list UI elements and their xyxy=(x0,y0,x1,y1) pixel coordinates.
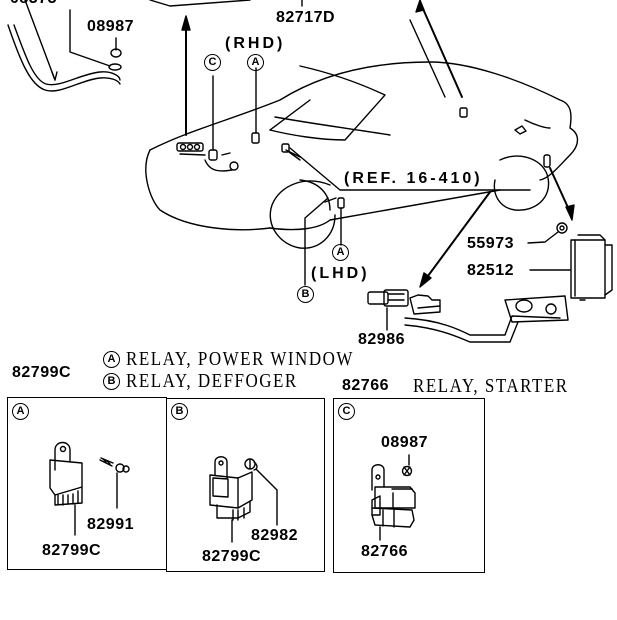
part-label-82717d: 82717D xyxy=(276,9,336,26)
up-arrow-left xyxy=(181,15,191,136)
nut-leader xyxy=(69,9,122,71)
legend-callout-a: A xyxy=(103,351,120,368)
detail-b-relay-drawing xyxy=(209,456,278,543)
partial-part-label: 08373 xyxy=(10,0,57,7)
legend-part-82799c: 82799C xyxy=(12,364,72,381)
legend-b-description: RELAY, DEFFOGER xyxy=(126,369,298,392)
detail-c-tag: C xyxy=(338,403,355,420)
detail-b-relay-label: 82799C xyxy=(202,548,262,565)
part-label-55973: 55973 xyxy=(467,235,514,252)
detail-a-relay-drawing xyxy=(49,441,130,536)
callout-a-lhd: A xyxy=(332,244,349,261)
detail-box-c xyxy=(333,398,485,573)
detail-c-relay-label: 82766 xyxy=(361,543,408,560)
harness-connector xyxy=(367,289,569,343)
legend-part-82766: 82766 xyxy=(342,377,389,394)
ref-arrow-down-left xyxy=(419,191,491,288)
ref-label[interactable]: (REF. 16-410) xyxy=(344,170,483,187)
callout-c-rhd: C xyxy=(204,54,221,71)
callout-a-rhd: A xyxy=(247,54,264,71)
detail-a-screw-label: 82991 xyxy=(87,516,134,533)
harness-cable xyxy=(7,0,121,92)
detail-c-relay-drawing xyxy=(371,454,416,541)
rhd-label: (RHD) xyxy=(225,35,286,52)
lhd-label: (LHD) xyxy=(311,265,370,282)
front-wheel xyxy=(269,179,336,249)
callout-leaders xyxy=(212,67,531,286)
detail-a-tag: A xyxy=(12,403,29,420)
engine-bay-parts xyxy=(176,107,551,209)
detail-box-b xyxy=(166,398,325,572)
part-label-08987: 08987 xyxy=(87,18,134,35)
detail-b-clip-label: 82982 xyxy=(251,527,298,544)
bracket-box-edge xyxy=(149,0,251,7)
legend-starter-description: RELAY, STARTER xyxy=(413,374,569,397)
part-label-82986: 82986 xyxy=(358,331,405,348)
detail-b-tag: B xyxy=(171,403,188,420)
part-label-82512: 82512 xyxy=(467,262,514,279)
washer-part xyxy=(527,222,568,244)
control-module xyxy=(529,234,613,301)
rear-wheel xyxy=(493,155,550,211)
legend-callout-b: B xyxy=(103,373,120,390)
legend-a-description: RELAY, POWER WINDOW xyxy=(126,347,354,370)
callout-b-lhd: B xyxy=(297,286,314,303)
ref-arrow-down-right xyxy=(549,167,575,221)
detail-c-nut-label: 08987 xyxy=(381,434,428,451)
up-arrow-right xyxy=(415,0,463,98)
detail-a-relay-label: 82799C xyxy=(42,542,102,559)
car-body xyxy=(145,19,579,231)
